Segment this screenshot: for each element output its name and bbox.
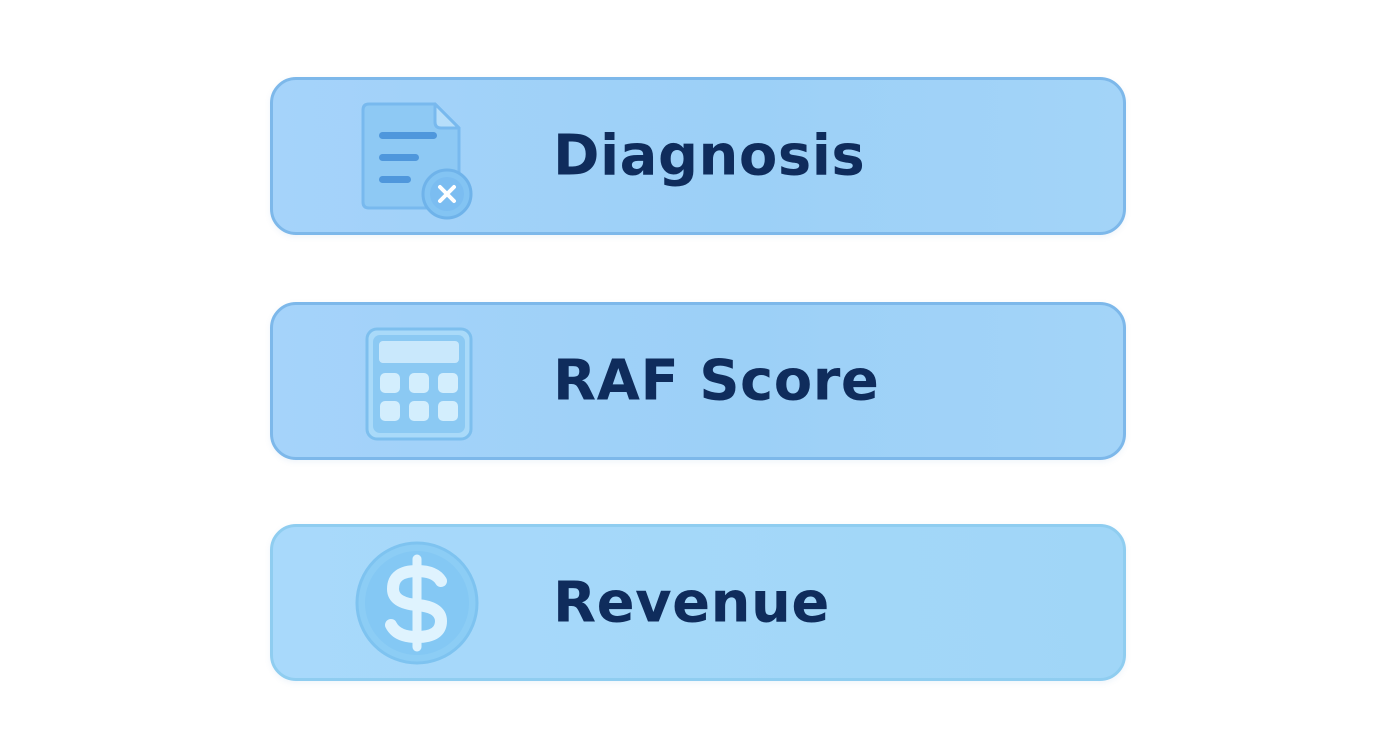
revenue-card: Revenue: [270, 524, 1126, 681]
raf-score-card: RAF Score: [270, 302, 1126, 460]
revenue-label: Revenue: [553, 570, 830, 635]
calculator-icon: [357, 323, 481, 447]
dollar-coin-icon: [355, 541, 479, 665]
diagnosis-card: Diagnosis: [270, 77, 1126, 235]
document-x-icon: [357, 98, 481, 222]
raf-score-label: RAF Score: [553, 348, 880, 414]
diagnosis-label: Diagnosis: [553, 123, 866, 189]
